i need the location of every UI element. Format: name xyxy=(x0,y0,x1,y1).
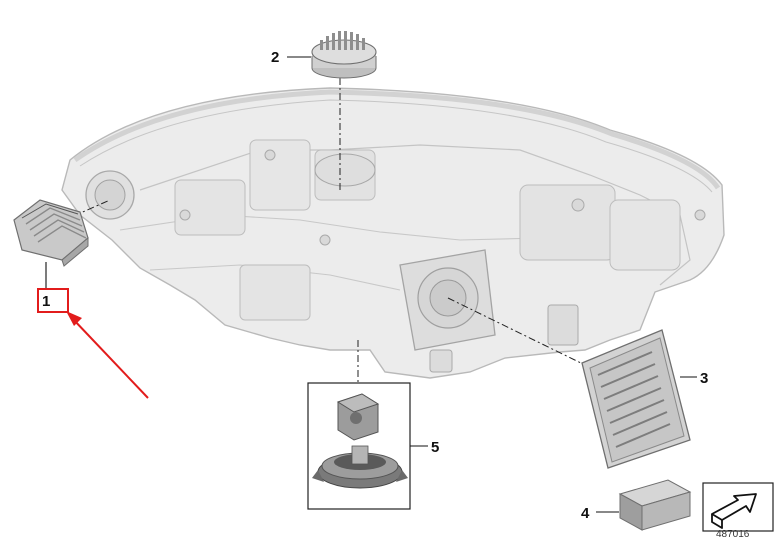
footer-code: 487016 xyxy=(716,529,750,537)
repair-kit-box-icon[interactable] xyxy=(618,479,692,531)
led-driver-module-icon[interactable] xyxy=(13,199,89,267)
assembly-line-3 xyxy=(447,297,586,366)
control-unit-icon[interactable] xyxy=(581,329,691,469)
fan-module-icon[interactable] xyxy=(311,31,377,79)
callout-3[interactable]: 3 xyxy=(700,370,708,387)
highlight-box xyxy=(37,288,69,313)
callout-5[interactable]: 5 xyxy=(431,439,439,456)
socket-assembly-icon[interactable] xyxy=(312,393,408,489)
callout-2[interactable]: 2 xyxy=(271,49,279,66)
callout-1[interactable]: 1 xyxy=(42,293,50,310)
assembly-line-1 xyxy=(59,199,111,223)
headlight-housing-icon xyxy=(61,87,725,379)
forward-arrow-icon[interactable] xyxy=(702,482,774,532)
pointer-arrow-icon xyxy=(66,311,149,399)
callout-4[interactable]: 4 xyxy=(581,505,590,522)
